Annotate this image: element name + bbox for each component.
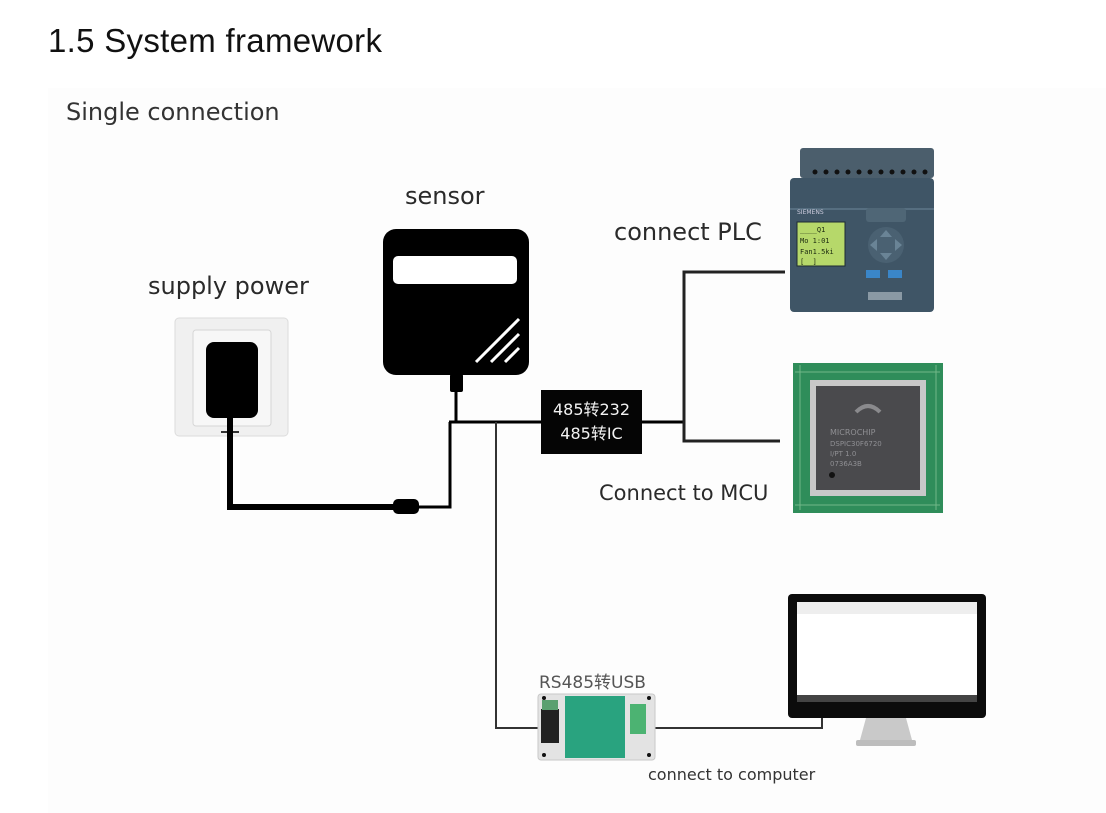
sensor-icon (383, 229, 529, 422)
rs485-converter-box: 485转232 485转IC (541, 390, 642, 454)
plc-brand: SIEMENS (797, 209, 824, 216)
svg-text:DSPIC30F6720: DSPIC30F6720 (830, 440, 882, 448)
svg-text:Mo 1:01: Mo 1:01 (800, 237, 830, 245)
figure-subtitle: Single connection (66, 98, 280, 126)
rs485-usb-adapter-icon (537, 693, 656, 761)
svg-text:Fan1.5ki: Fan1.5ki (800, 248, 834, 256)
sensor-label: sensor (405, 182, 485, 210)
connect-computer-label: connect to computer (648, 765, 816, 784)
section-heading: 1.5 System framework (48, 22, 383, 59)
plc-device-icon: SIEMENS ____Q1 Mo 1:01 Fan1.5ki [__] (790, 148, 934, 312)
converter-line-1: 485转232 (552, 400, 631, 419)
svg-text:MICROCHIP: MICROCHIP (830, 428, 876, 437)
computer-monitor-icon (788, 594, 986, 746)
svg-text:0736A3B: 0736A3B (830, 460, 862, 468)
connect-mcu-label: Connect to MCU (599, 481, 769, 505)
svg-text:____Q1: ____Q1 (800, 226, 825, 234)
mcu-chip-icon: MICROCHIP DSPIC30F6720 I/PT 1.0 0736A3B (793, 363, 943, 513)
svg-text:[__]: [__] (800, 258, 817, 266)
rs485-usb-label: RS485转USB (539, 673, 646, 693)
converter-line-2: 485转IC (560, 424, 623, 443)
power-cable (227, 418, 452, 514)
connect-plc-label: connect PLC (614, 218, 762, 246)
supply-power-label: supply power (148, 272, 309, 300)
wall-socket-icon (174, 317, 289, 437)
svg-text:I/PT 1.0: I/PT 1.0 (830, 450, 856, 458)
